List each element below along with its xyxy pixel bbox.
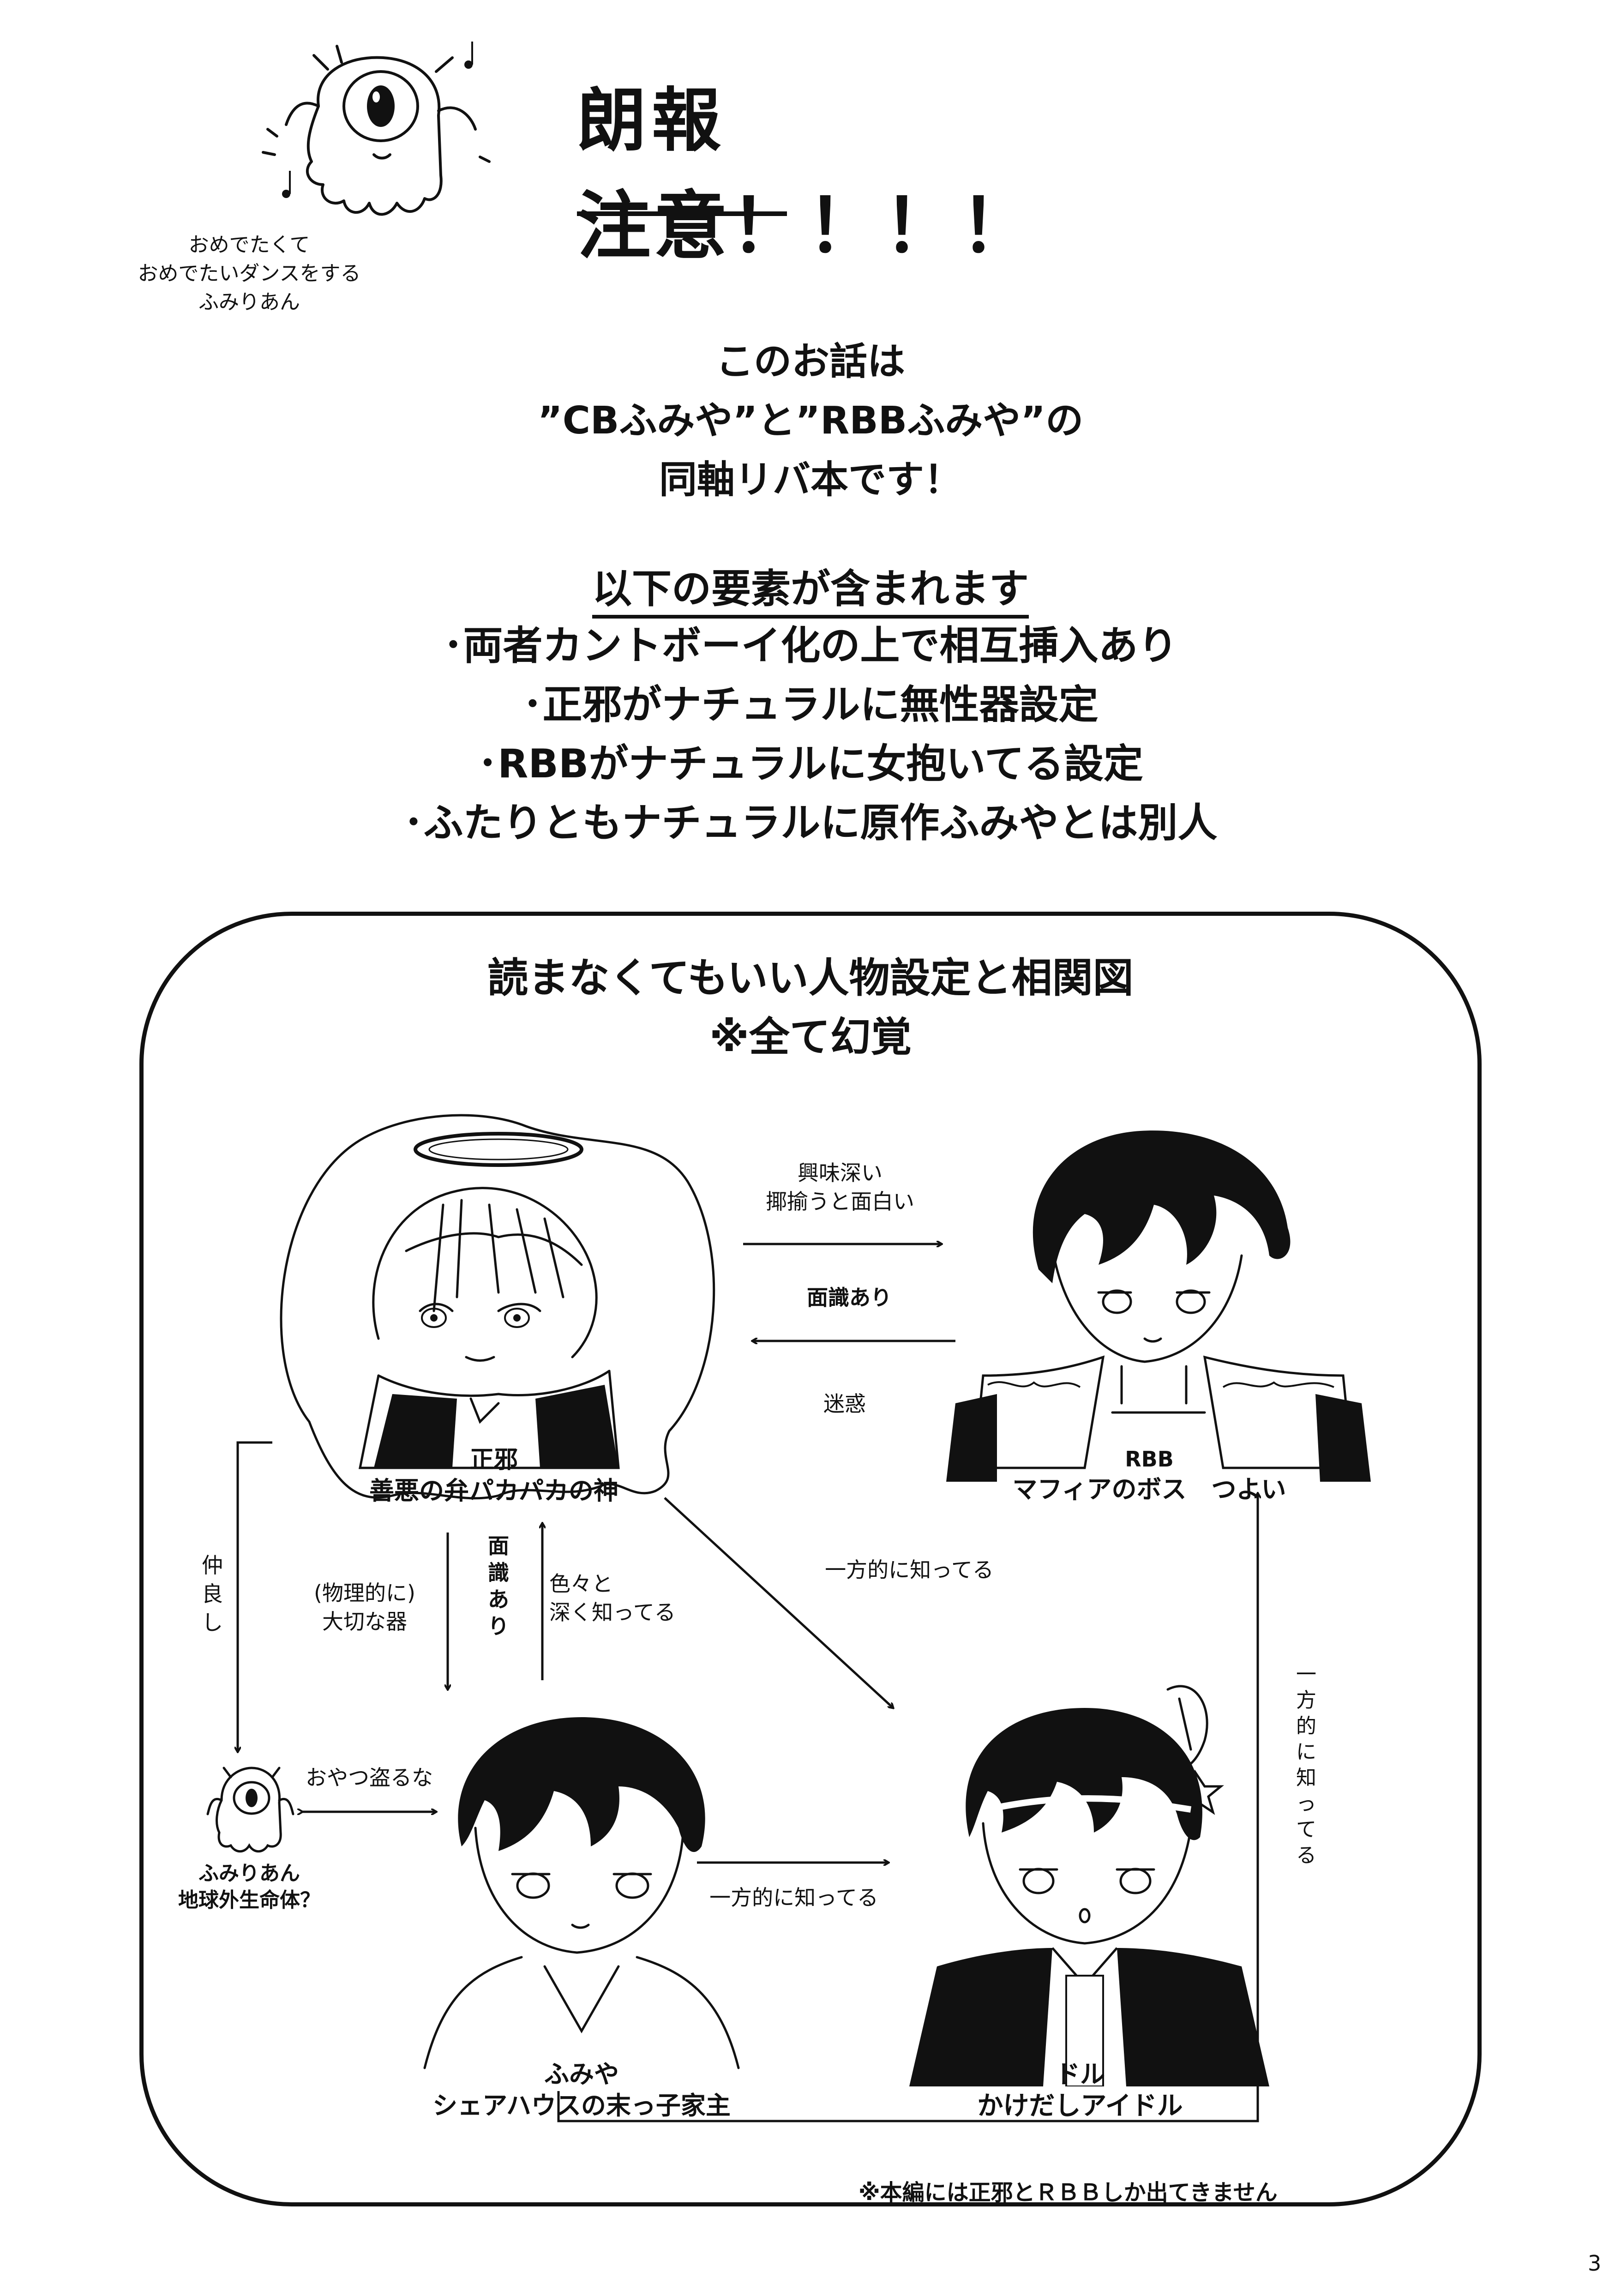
mascot-caption-line: おめでたいダンスをする [138, 262, 361, 285]
elements-heading: 以下の要素が含まれます [349, 556, 1272, 619]
seija-caption: 正邪 善悪の弁パカパカの神 [286, 1445, 702, 1507]
label-char: 識 [488, 1560, 509, 1585]
doru-illustration [909, 1685, 1269, 2086]
page-number: 3 [1588, 2251, 1602, 2276]
label-char: に [1296, 1740, 1316, 1764]
intro-line: 同軸リバ本です！ [659, 458, 962, 502]
fumiya-desc: シェアハウスの末っ子家主 [432, 2091, 731, 2120]
mascot-caption-line: おめでたくて [188, 233, 310, 257]
label-char: 知 [1296, 1766, 1316, 1790]
label-rbb-to-seija: 迷惑 [823, 1391, 866, 1416]
mascot-caption: おめでたくて おめでたいダンスをする ふみりあん [92, 231, 406, 317]
mascot-caption-line: ふみりあん [198, 290, 300, 314]
fumirian-caption: ふみりあん 地球外生命体？ [148, 1860, 351, 1914]
intro-text: このお話は ”CBふみや”と”RBBふみや”の 同軸リバ本です！ [349, 332, 1272, 510]
label-line: 大切な器 [322, 1609, 407, 1634]
panel-subtitle: ※全て幻覚 [709, 1013, 912, 1061]
label-char: 面 [488, 1533, 509, 1558]
list-item: ･正邪がナチュラルに無性器設定 [522, 682, 1099, 728]
label-seija-to-doru: 一方的に知ってる [825, 1557, 994, 1582]
struck-warning-heading: 注意！！！！ [577, 166, 1037, 273]
exclamation-marks: ！！！！ [730, 183, 1037, 269]
rbb-illustration [946, 1130, 1371, 1482]
fumiya-caption: ふみや シェアハウスの末っ子家主 [360, 2059, 803, 2122]
label-char: 的 [1296, 1714, 1316, 1738]
label-seija-fumiya-mid: 面 識 あ り [480, 1533, 517, 1640]
label-char: 方 [1296, 1689, 1316, 1712]
label-char: あ [488, 1587, 509, 1612]
label-fumiya-to-doru: 一方的に知ってる [709, 1885, 878, 1910]
label-seija-to-fumiya: (物理的に) 大切な器 [286, 1579, 443, 1636]
label-fumiya-to-seija: 色々と 深く知ってる [549, 1569, 715, 1627]
label-char: 良 [202, 1581, 223, 1606]
label-line: 興味深い [798, 1160, 883, 1185]
label-seija-fumirian: 仲 良 し [194, 1551, 231, 1637]
list-item: ･RBBがナチュラルに女抱いてる設定 [478, 741, 1143, 787]
label-line: 色々と [549, 1571, 613, 1596]
strikethrough-line [577, 211, 787, 216]
label-line: 揶揄うと面白い [766, 1189, 914, 1214]
doru-desc: かけだしアイドル [977, 2091, 1183, 2121]
panel-title: 読まなくてもいい人物設定と相関図 ※全て幻覚 [349, 949, 1272, 1067]
label-char: 仲 [202, 1553, 223, 1578]
label-fumirian-fumiya: おやつ盗るな [306, 1765, 433, 1790]
fumirian-desc: 地球外生命体？ [178, 1888, 320, 1912]
rbb-name: RBB [1125, 1447, 1174, 1472]
label-line: 深く知ってる [549, 1600, 676, 1625]
label-char: り [488, 1614, 509, 1639]
fumiya-name: ふみや [544, 2060, 619, 2089]
doru-name: ドル [1055, 2060, 1105, 2089]
intro-line: ”CBふみや”と”RBBふみや”の [537, 399, 1084, 443]
elements-heading-text: 以下の要素が含まれます [592, 566, 1029, 619]
label-char: し [202, 1610, 223, 1635]
seija-name: 正邪 [469, 1446, 518, 1474]
elements-list: ･両者カントボーイ化の上で相互挿入あり ･正邪がナチュラルに無性器設定 ･RBB… [164, 616, 1457, 853]
label-seija-to-rbb: 興味深い 揶揄うと面白い [720, 1159, 960, 1216]
panel-title-line: 読まなくてもいい人物設定と相関図 [487, 954, 1134, 1002]
relationship-panel [139, 912, 1482, 2206]
page-title: 朗報 [577, 81, 727, 161]
label-rbb-to-seija-bold: 面識あり [807, 1285, 892, 1310]
rbb-desc: マフィアのボス つよい [1012, 1475, 1286, 1504]
list-item: ･両者カントボーイ化の上で相互挿入あり [443, 623, 1178, 669]
label-line: (物理的に) [314, 1581, 415, 1605]
footnote: ※本編には正邪とＲＢＢしか出てきません [859, 2180, 1278, 2206]
intro-line: このお話は [715, 340, 905, 384]
struck-word: 注意 [577, 183, 731, 269]
fumirian-name: ふみりあん [198, 1862, 300, 1885]
rbb-caption: RBB マフィアのボス つよい [942, 1445, 1357, 1506]
label-fumiya-to-rbb: 一 方 的 に 知 っ て る [1290, 1662, 1322, 1869]
doru-caption: ドル かけだしアイドル [895, 2059, 1265, 2122]
label-char: る [1296, 1844, 1316, 1867]
seija-illustration [280, 1114, 715, 1500]
fumirian-illustration [206, 1767, 294, 1853]
dancing-fumirian-mascot [262, 42, 491, 216]
seija-desc: 善悪の弁パカパカの神 [369, 1476, 618, 1505]
label-char: 一 [1296, 1663, 1316, 1686]
label-char: っ [1296, 1792, 1316, 1815]
list-item: ･ふたりともナチュラルに原作ふみやとは別人 [403, 800, 1218, 846]
label-char: て [1296, 1818, 1316, 1841]
